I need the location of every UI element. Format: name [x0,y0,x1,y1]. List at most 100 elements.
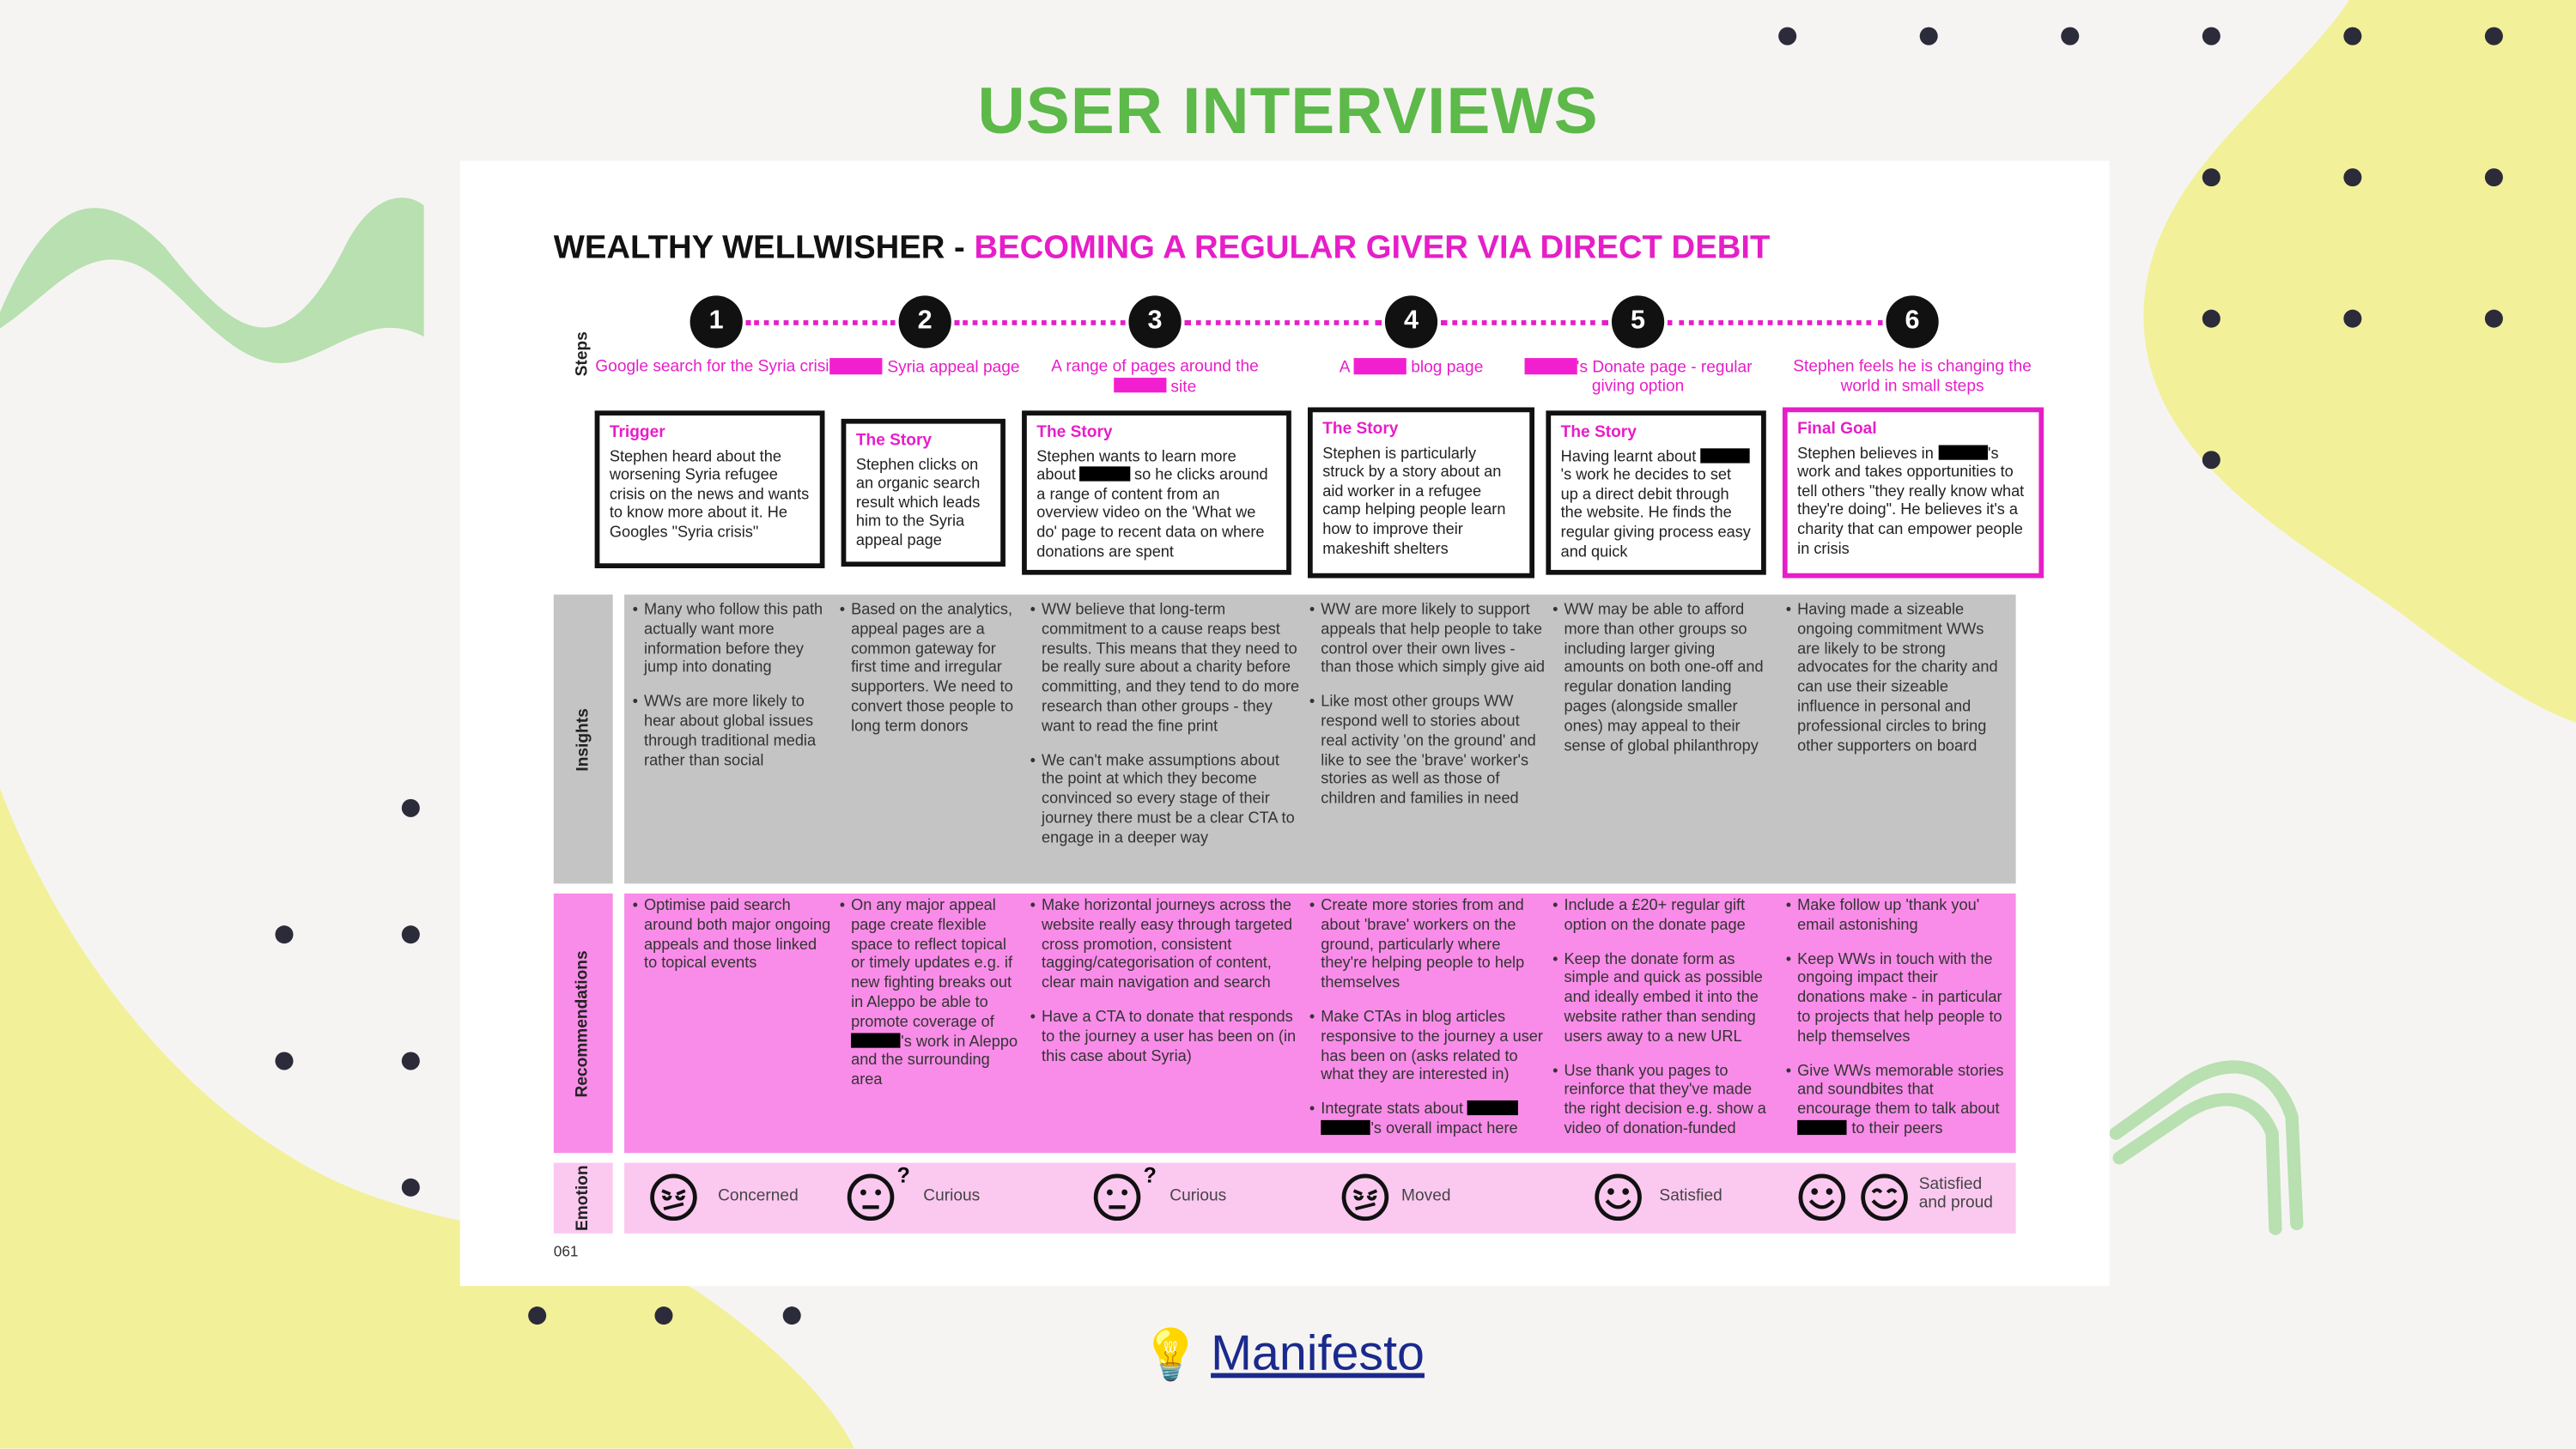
recommendation-item: Create more stories from and about 'brav… [1309,897,1549,994]
redacted-text: █ [1523,358,1577,374]
recommendation-item: Give WWs memorable stories and soundbite… [1786,1062,2009,1139]
emotion-label: Curious [923,1187,981,1206]
emotion-label: Concerned [718,1187,799,1206]
insight-item: Having made a sizeable ongoing commitmen… [1786,601,2009,756]
step-connector [1440,320,1609,325]
smile-face-icon [1860,1173,1909,1222]
lightbulb-icon: 💡 [1139,1328,1202,1383]
recommendation-item: Integrate stats about █ █'s overall impa… [1309,1100,1549,1139]
row-label-insights: Insights [553,594,613,884]
redacted-text: █ [1079,466,1130,482]
insight-item: Many who follow this path actually want … [633,601,833,678]
recommendation-column: On any major appeal page create flexible… [840,897,1024,1106]
redacted-text: █ [1937,444,1989,459]
story-box-title: The Story [1560,423,1637,442]
insight-item: WW are more likely to support appeals th… [1309,601,1549,678]
step-connector [1184,320,1382,325]
step-caption: A █ blog page [1339,358,1484,378]
page-number: 061 [553,1243,579,1260]
redacted-text: █ [1113,377,1167,393]
insight-item: Like most other groups WW respond well t… [1309,694,1549,809]
redacted-text: █ [829,358,884,374]
smile-face-icon [1797,1173,1846,1222]
story-box-title: Trigger [609,423,665,442]
step-caption: Google search for the Syria crisis [595,358,838,377]
step-connector [745,320,896,325]
redacted-text: █ [1321,1119,1371,1136]
recommendation-column: Make follow up 'thank you' email astonis… [1786,897,2009,1155]
slide-title: USER INTERVIEWS [977,76,1599,149]
smile-face-icon [1594,1173,1643,1222]
recommendation-item: On any major appeal page create flexible… [840,897,1024,1091]
redacted-text: █ [1797,1119,1848,1136]
insight-column: Based on the analytics, appeal pages are… [840,601,1024,751]
emotion-label: Curious [1170,1187,1227,1206]
recommendation-column: Include a £20+ regular gift option on th… [1552,897,1776,1155]
row-label-recommendations: Recommendations [553,893,613,1154]
insight-column: WW are more likely to support appeals th… [1309,601,1549,824]
insight-column: Many who follow this path actually want … [633,601,833,785]
recommendation-item: Keep the donate form as simple and quick… [1552,950,1776,1047]
redacted-text: █ [1353,358,1406,374]
step-caption: Stephen feels he is changing the world i… [1793,358,2032,396]
recommendation-column: Optimise paid search around both major o… [633,897,833,990]
step-number-badge: 5 [1611,295,1665,349]
recommendation-item: Have a CTA to donate that responds to th… [1030,1009,1303,1067]
step-connector [954,320,1126,325]
emotion-label: Satisfied and proud [1918,1175,1993,1213]
step-number-badge: 4 [1384,295,1438,349]
insight-item: WW believe that long-term commitment to … [1030,601,1303,737]
step-caption: █'s Donate page - regular giving option [1515,358,1761,397]
story-box-title: The Story [1036,423,1113,442]
story-box-text: Stephen wants to learn more about █ so h… [1036,447,1268,561]
step-number-badge: 6 [1886,295,1939,349]
story-box-title: The Story [855,432,933,451]
recommendation-column: Make horizontal journeys across the webs… [1030,897,1303,1082]
manifesto-link[interactable]: Manifesto [1211,1326,1425,1382]
step-number-badge: 1 [690,295,743,349]
story-box-text: Stephen heard about the worsening Syria … [609,447,810,543]
insight-column: WW may be able to afford more than other… [1552,601,1776,771]
insight-column: Having made a sizeable ongoing commitmen… [1786,601,2009,771]
step-connector [1667,320,1883,325]
recommendation-item: Make horizontal journeys across the webs… [1030,897,1303,994]
story-box-text: Stephen is particularly struck by a stor… [1322,444,1506,558]
redacted-text: █ [1700,447,1751,463]
journey-name: BECOMING A REGULAR GIVER VIA DIRECT DEBI… [974,229,1771,266]
row-label-emotion: Emotion [553,1162,613,1234]
recommendation-item: Optimise paid search around both major o… [633,897,833,974]
persona-name: WEALTHY WELLWISHER - [553,229,975,266]
journey-heading: WEALTHY WELLWISHER - BECOMING A REGULAR … [554,230,1771,268]
step-caption: █ Syria appeal page [802,358,1048,378]
step-number-badge: 3 [1128,295,1182,349]
story-box-title: Final Goal [1797,420,1877,439]
insight-item: WW may be able to afford more than other… [1552,601,1776,756]
neutral-question-face-icon: ? [1092,1163,1157,1222]
insight-item: We can't make assumptions about the poin… [1030,751,1303,848]
worried-face-icon [1340,1173,1389,1222]
emotion-label: Moved [1401,1187,1451,1206]
emotion-label: Satisfied [1659,1187,1722,1206]
neutral-question-face-icon: ? [846,1163,910,1222]
insight-column: WW believe that long-term commitment to … [1030,601,1303,863]
insight-item: Based on the analytics, appeal pages are… [840,601,1024,737]
redacted-text: █ [1467,1100,1518,1116]
recommendation-item: Use thank you pages to reinforce that th… [1552,1062,1776,1139]
recommendation-column: Create more stories from and about 'brav… [1309,897,1549,1155]
step-number-badge: 2 [898,295,951,349]
worried-face-icon [649,1173,698,1222]
recommendation-item: Make follow up 'thank you' email astonis… [1786,897,2009,936]
recommendation-item: Include a £20+ regular gift option on th… [1552,897,1776,936]
step-caption: A range of pages around the █ site [1051,358,1259,397]
insight-item: WWs are more likely to hear about global… [633,694,833,771]
story-box-text: Stephen clicks on an organic search resu… [855,456,981,550]
redacted-text: █ [851,1032,902,1047]
recommendation-item: Make CTAs in blog articles responsive to… [1309,1009,1549,1086]
story-box-title: The Story [1322,420,1399,439]
